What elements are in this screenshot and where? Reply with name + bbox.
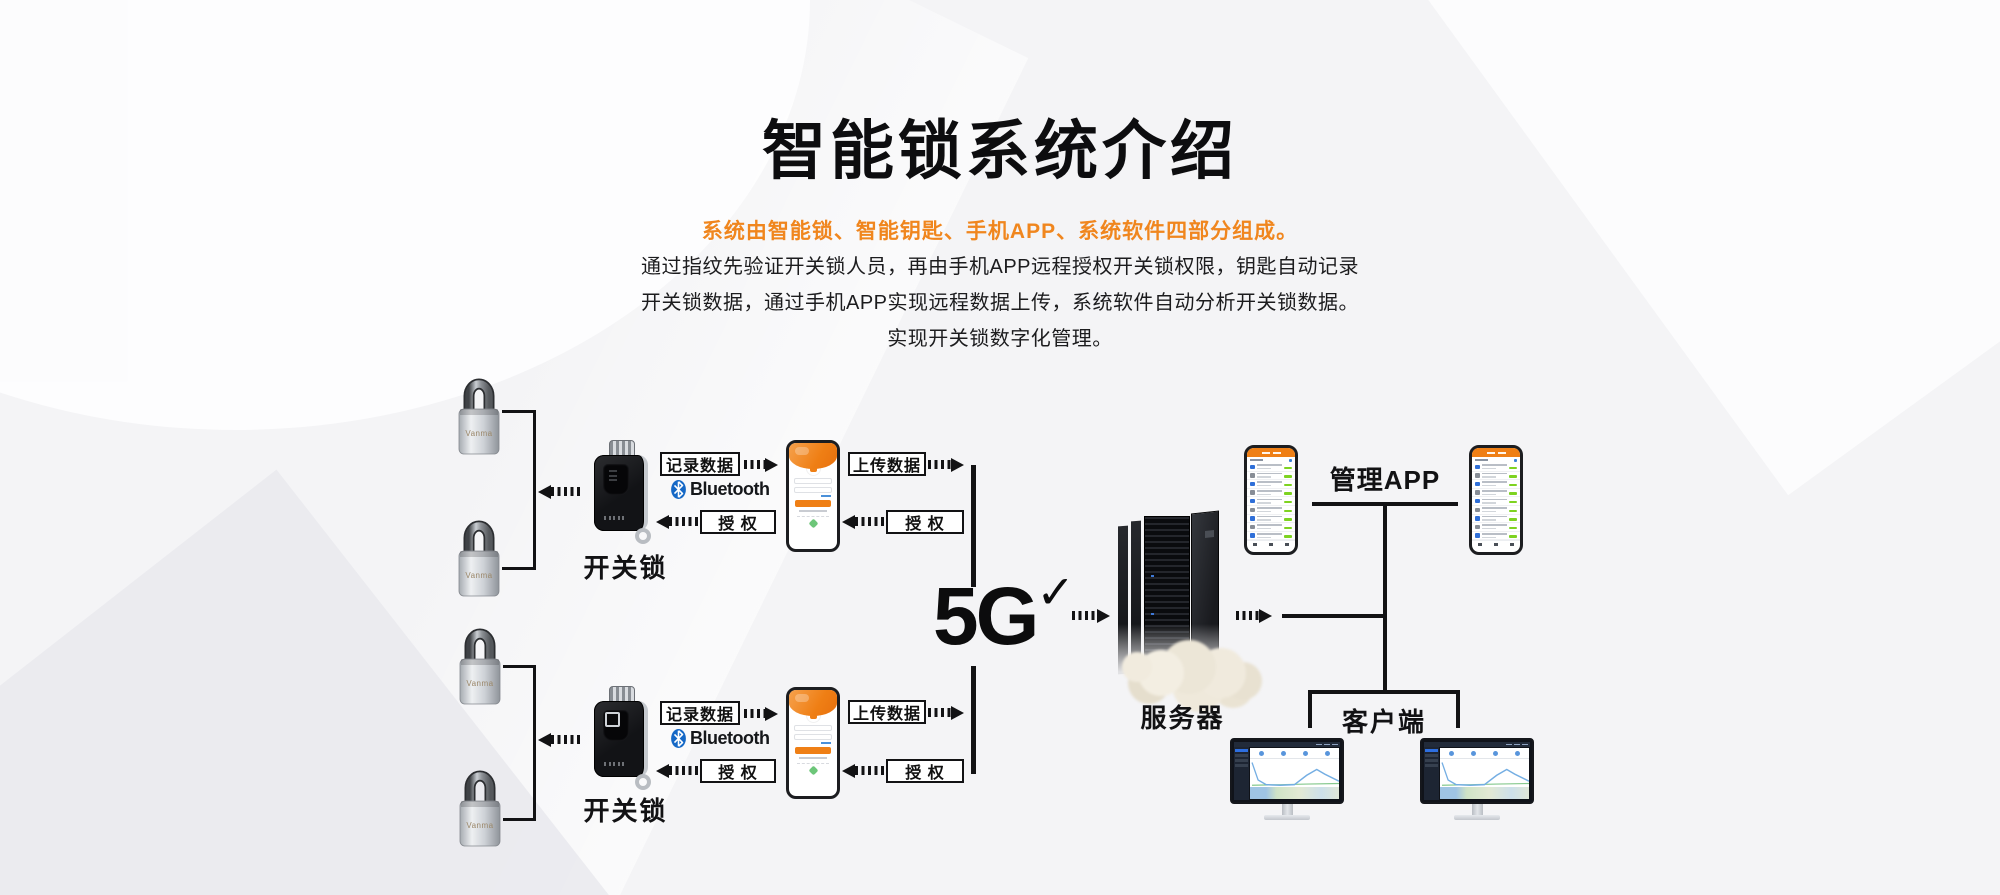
connector-line xyxy=(502,567,536,570)
page-title: 智能锁系统介绍 xyxy=(762,115,1238,187)
bluetooth-row: Bluetooth xyxy=(671,728,770,749)
network-trunk-line xyxy=(971,465,976,587)
app-header xyxy=(789,443,837,469)
arrow-left-icon xyxy=(538,484,580,499)
bluetooth-icon xyxy=(671,480,686,499)
server-icon xyxy=(1114,510,1253,712)
description-line: 开关锁数据，通过手机APP实现远程数据上传，系统软件自动分析开关锁数据。 xyxy=(640,292,1360,314)
client-monitor-icon xyxy=(1420,738,1534,820)
arrow-left-icon xyxy=(842,763,886,778)
connector-line xyxy=(1308,690,1312,728)
connector-line xyxy=(1383,502,1387,694)
padlock-icon: Vanma xyxy=(456,518,502,598)
app-footer-icon xyxy=(808,518,818,529)
smart-key-label: 开关锁 xyxy=(583,796,668,826)
app-header xyxy=(1472,448,1520,457)
padlock-brand-label: Vanma xyxy=(465,429,493,438)
description-line: 实现开关锁数字化管理。 xyxy=(887,328,1113,350)
check-icon: ✓ xyxy=(1036,566,1075,618)
bluetooth-row: Bluetooth xyxy=(671,479,770,500)
padlock-icon: Vanma xyxy=(456,376,502,456)
arrow-left-icon xyxy=(656,763,700,778)
connector-line xyxy=(503,818,535,821)
arrow-right-icon xyxy=(744,457,778,472)
smart-key-icon xyxy=(592,686,652,790)
arrow-right-icon xyxy=(744,706,778,721)
app-header xyxy=(789,690,837,716)
bluetooth-label: Bluetooth xyxy=(690,479,770,499)
connector-line xyxy=(1456,690,1460,728)
record-data-box: 记录数据 xyxy=(660,452,740,476)
dashboard-map xyxy=(1440,787,1529,799)
client-monitor-icon xyxy=(1230,738,1344,820)
client-label: 客户端 xyxy=(1341,707,1426,737)
bluetooth-label: Bluetooth xyxy=(690,728,770,748)
record-data-box: 记录数据 xyxy=(660,701,740,725)
connector-line xyxy=(502,410,536,413)
padlock-icon: Vanma xyxy=(457,626,503,706)
smart-key-label: 开关锁 xyxy=(583,553,668,583)
padlock-icon: Vanma xyxy=(457,768,503,848)
arrow-right-icon xyxy=(1072,608,1110,623)
connector-line xyxy=(503,665,535,668)
app-login-button xyxy=(795,747,831,754)
page-subtitle: 系统由智能锁、智能钥匙、手机APP、系统软件四部分组成。 xyxy=(701,220,1299,243)
fingerprint-sensor-icon xyxy=(605,712,620,727)
smart-key-icon xyxy=(592,440,652,544)
arrow-left-icon xyxy=(842,514,886,529)
arrow-right-icon xyxy=(928,457,964,472)
dashboard-map xyxy=(1250,787,1339,799)
arrow-right-icon xyxy=(1236,608,1272,623)
connector-line xyxy=(1308,690,1460,694)
padlock-brand-label: Vanma xyxy=(466,821,494,830)
authorize-box: 授 权 xyxy=(886,510,964,534)
management-app-label: 管理APP xyxy=(1329,465,1441,495)
cloud-icon xyxy=(1122,652,1152,682)
app-login-button xyxy=(795,500,831,507)
mobile-app-login-icon xyxy=(786,440,840,552)
dashboard-chart xyxy=(1250,759,1339,787)
page-description: 通过指纹先验证开关锁人员，再由手机APP远程授权开关锁权限，钥匙自动记录 开关锁… xyxy=(400,249,1600,357)
app-header xyxy=(1247,448,1295,457)
connector-line xyxy=(533,410,536,570)
bluetooth-icon xyxy=(671,729,686,748)
network-trunk-line xyxy=(971,666,976,774)
upload-data-box: 上传数据 xyxy=(848,452,926,476)
arrow-left-icon xyxy=(538,732,580,747)
connector-line xyxy=(1282,614,1385,618)
management-phone-icon xyxy=(1244,445,1298,555)
five-g-label: 5G ✓ xyxy=(933,566,1075,662)
authorize-box: 授 权 xyxy=(886,759,964,783)
dashboard-chart xyxy=(1440,759,1529,787)
management-phone-icon xyxy=(1469,445,1523,555)
background-corner-top-right xyxy=(1423,0,2000,496)
app-footer-icon xyxy=(808,765,818,776)
authorize-box: 授 权 xyxy=(700,510,776,534)
description-line: 通过指纹先验证开关锁人员，再由手机APP远程授权开关锁权限，钥匙自动记录 xyxy=(640,256,1360,278)
arrow-left-icon xyxy=(656,514,700,529)
padlock-brand-label: Vanma xyxy=(465,571,493,580)
authorize-box: 授 权 xyxy=(700,759,776,783)
padlock-brand-label: Vanma xyxy=(466,679,494,688)
upload-data-box: 上传数据 xyxy=(848,700,926,724)
connector-line xyxy=(533,665,536,821)
arrow-right-icon xyxy=(928,705,964,720)
server-label: 服务器 xyxy=(1140,703,1225,733)
mobile-app-login-icon xyxy=(786,687,840,799)
